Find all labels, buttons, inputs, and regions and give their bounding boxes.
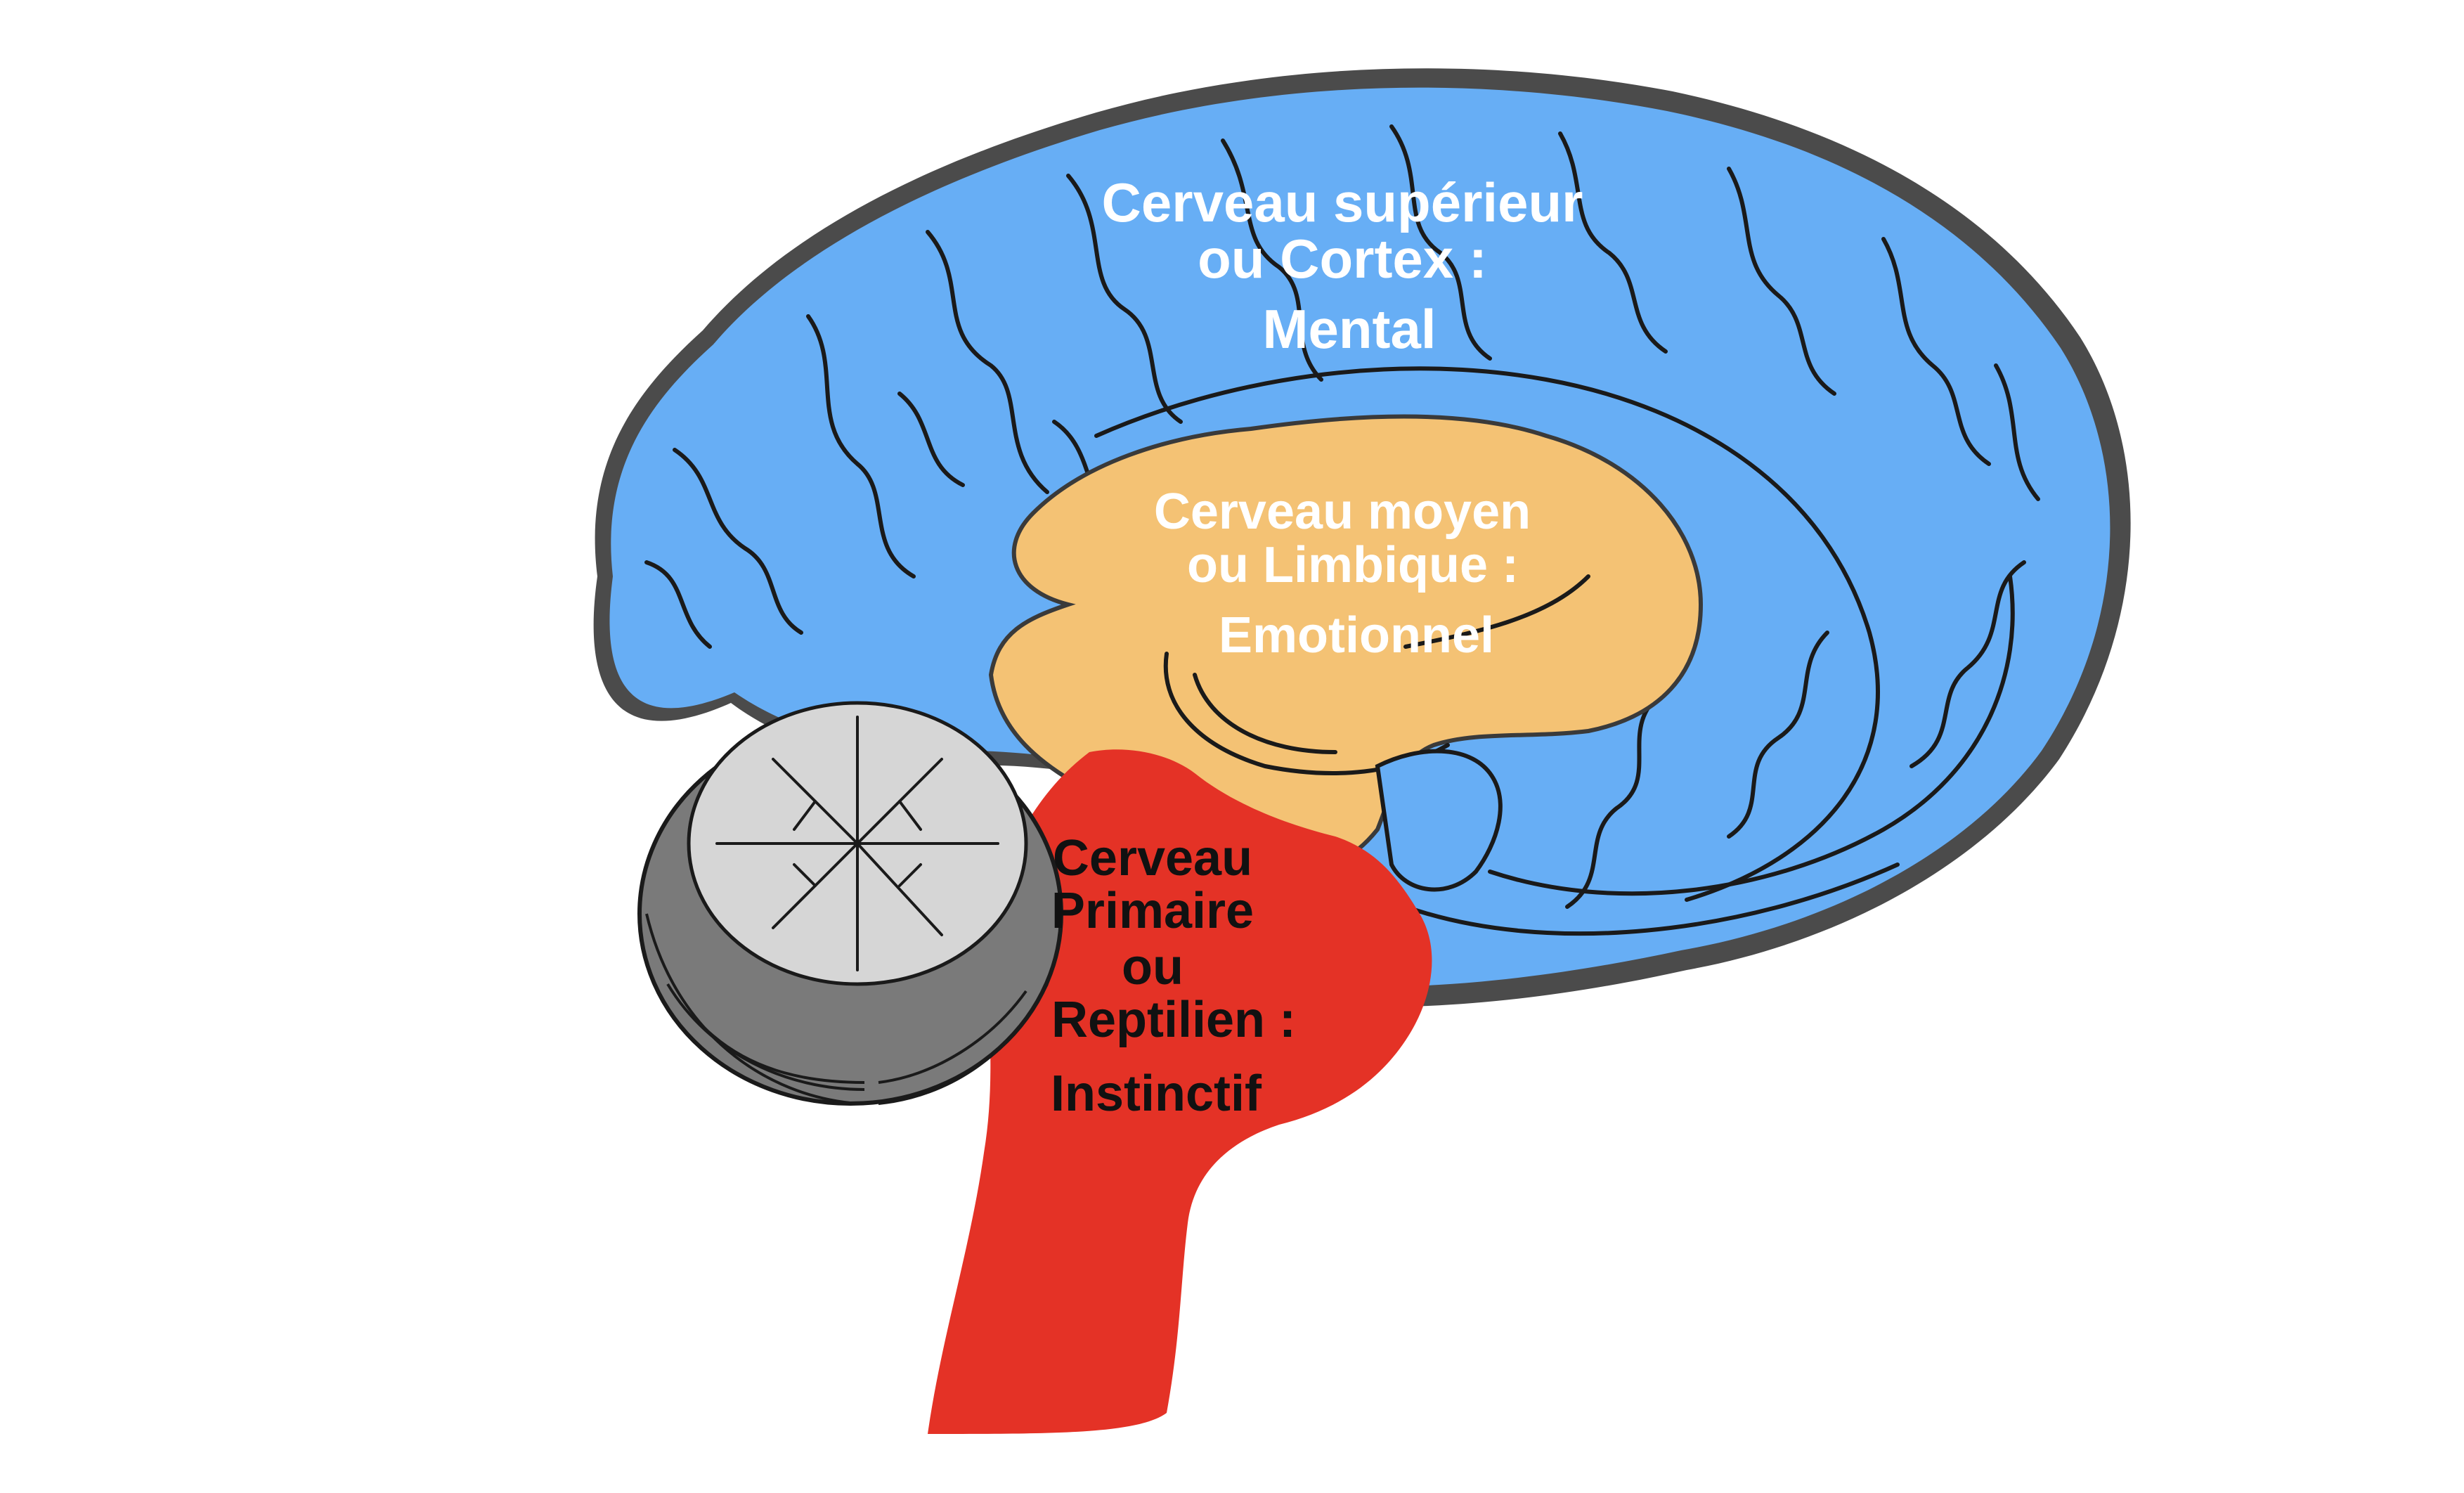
cortex-label-line2: ou Cortex : xyxy=(1198,228,1487,290)
cortex-label-line3: Mental xyxy=(1262,298,1436,360)
reptilian-label-line5: Instinctif xyxy=(1051,1066,1262,1122)
inner-structure xyxy=(1375,749,1503,892)
reptilian-label-line2: Primaire xyxy=(1051,883,1254,939)
cortex-folds xyxy=(644,124,2040,936)
limbic-label-line2: ou Limbique : xyxy=(1187,537,1519,593)
cerebellum-arbor xyxy=(715,716,999,971)
cortex-label-line1: Cerveau supérieur xyxy=(1102,172,1583,233)
reptilian-label-line1: Cerveau xyxy=(1053,830,1252,886)
reptilian-label-line3: ou xyxy=(1122,939,1184,995)
cerebellum-ridges xyxy=(645,913,1049,1105)
reptilian-label-line4: Reptilien : xyxy=(1051,992,1296,1048)
limbic-label-line3: Emotionnel xyxy=(1219,607,1494,664)
limbic-label-line1: Cerveau moyen xyxy=(1154,484,1531,540)
